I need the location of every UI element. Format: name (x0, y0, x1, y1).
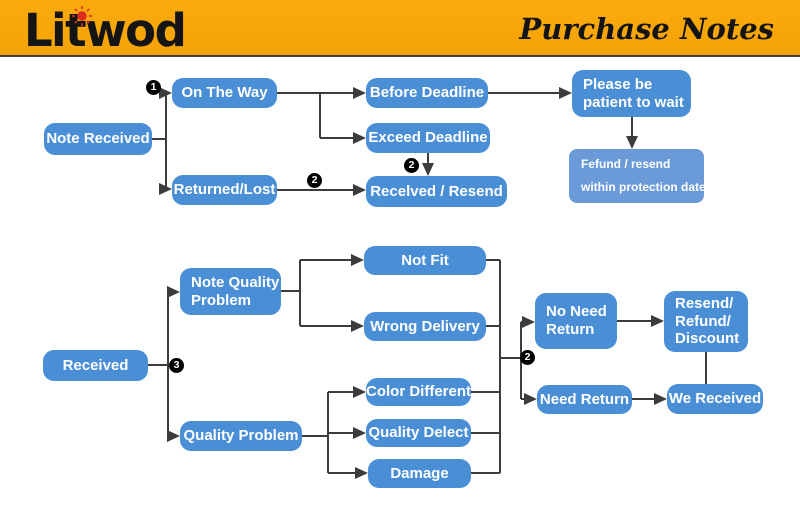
node-damage: Damage (368, 459, 471, 488)
node-note-quality-problem: Note Quality Problem (180, 268, 281, 315)
header: Litwod Purchase Notes (0, 0, 800, 57)
node-label-line: Note Quality (191, 273, 280, 291)
node-not-fit: Not Fit (364, 246, 486, 275)
step-marker-1: 1 (146, 80, 161, 95)
node-wrong-delivery: Wrong Delivery (364, 312, 486, 341)
node-label-line: Problem (191, 291, 252, 309)
node-label-line: Fefund / resend (581, 157, 671, 172)
node-label: Quality Problem (183, 427, 299, 445)
page-title: Purchase Notes (519, 11, 774, 46)
node-received-resend: Recelved / Resend (366, 176, 507, 207)
node-label-line: Return (546, 321, 595, 338)
brand-logo-text: Litwod (24, 4, 187, 57)
node-color-different: Color Different (366, 378, 471, 406)
node-label: Not Fit (401, 251, 449, 269)
node-no-need-return: No Need Return (535, 293, 617, 349)
node-quality-delect: Quality Delect (366, 419, 471, 447)
node-label-line: Please be (583, 75, 653, 93)
node-label: On The Way (181, 84, 268, 102)
node-label: Need Return (539, 390, 630, 408)
node-label: Before Deadline (369, 84, 485, 102)
node-need-return: Need Return (537, 385, 632, 414)
node-refund-protection: Fefund / resend within protection date (569, 149, 706, 203)
node-label: Note Received (46, 130, 150, 148)
step-marker-2a: 2 (307, 173, 322, 188)
node-label-line: Resend/ (675, 294, 734, 312)
node-label: Quality Delect (368, 424, 469, 442)
node-label-line: Refund/ (675, 312, 731, 330)
node-note-received: Note Received (44, 123, 152, 155)
step-marker-2c: 2 (520, 350, 535, 365)
step-marker-3: 3 (169, 358, 184, 373)
node-received: Received (43, 350, 148, 381)
node-resend-refund-discount: Resend/ Refund/ Discount (664, 291, 748, 352)
node-label: Received (62, 356, 129, 374)
node-label: Wrong Delivery (370, 317, 480, 335)
node-label: Returned/Lost (173, 181, 276, 199)
node-we-received: We Received (667, 384, 763, 414)
node-exceed-deadline: Exceed Deadline (366, 123, 490, 153)
node-quality-problem: Quality Problem (180, 421, 302, 451)
node-label: We Received (668, 390, 762, 408)
node-on-the-way: On The Way (172, 78, 277, 108)
node-label: Exceed Deadline (368, 129, 488, 147)
node-label-line: Discount (675, 330, 740, 348)
node-label: Damage (390, 464, 449, 482)
node-before-deadline: Before Deadline (366, 78, 488, 108)
node-please-wait: Please be patient to wait (572, 70, 691, 117)
node-label-line: patient to wait (583, 93, 684, 111)
step-marker-2b: 2 (404, 158, 419, 173)
brand-logo: Litwod (24, 6, 187, 53)
node-label-line: No Need (546, 303, 607, 321)
node-label-line: within protection date (581, 180, 706, 194)
node-label: Recelved / Resend (370, 182, 503, 200)
node-returned-lost: Returned/Lost (172, 175, 277, 205)
sun-icon (72, 6, 92, 26)
node-label: Color Different (366, 383, 471, 401)
